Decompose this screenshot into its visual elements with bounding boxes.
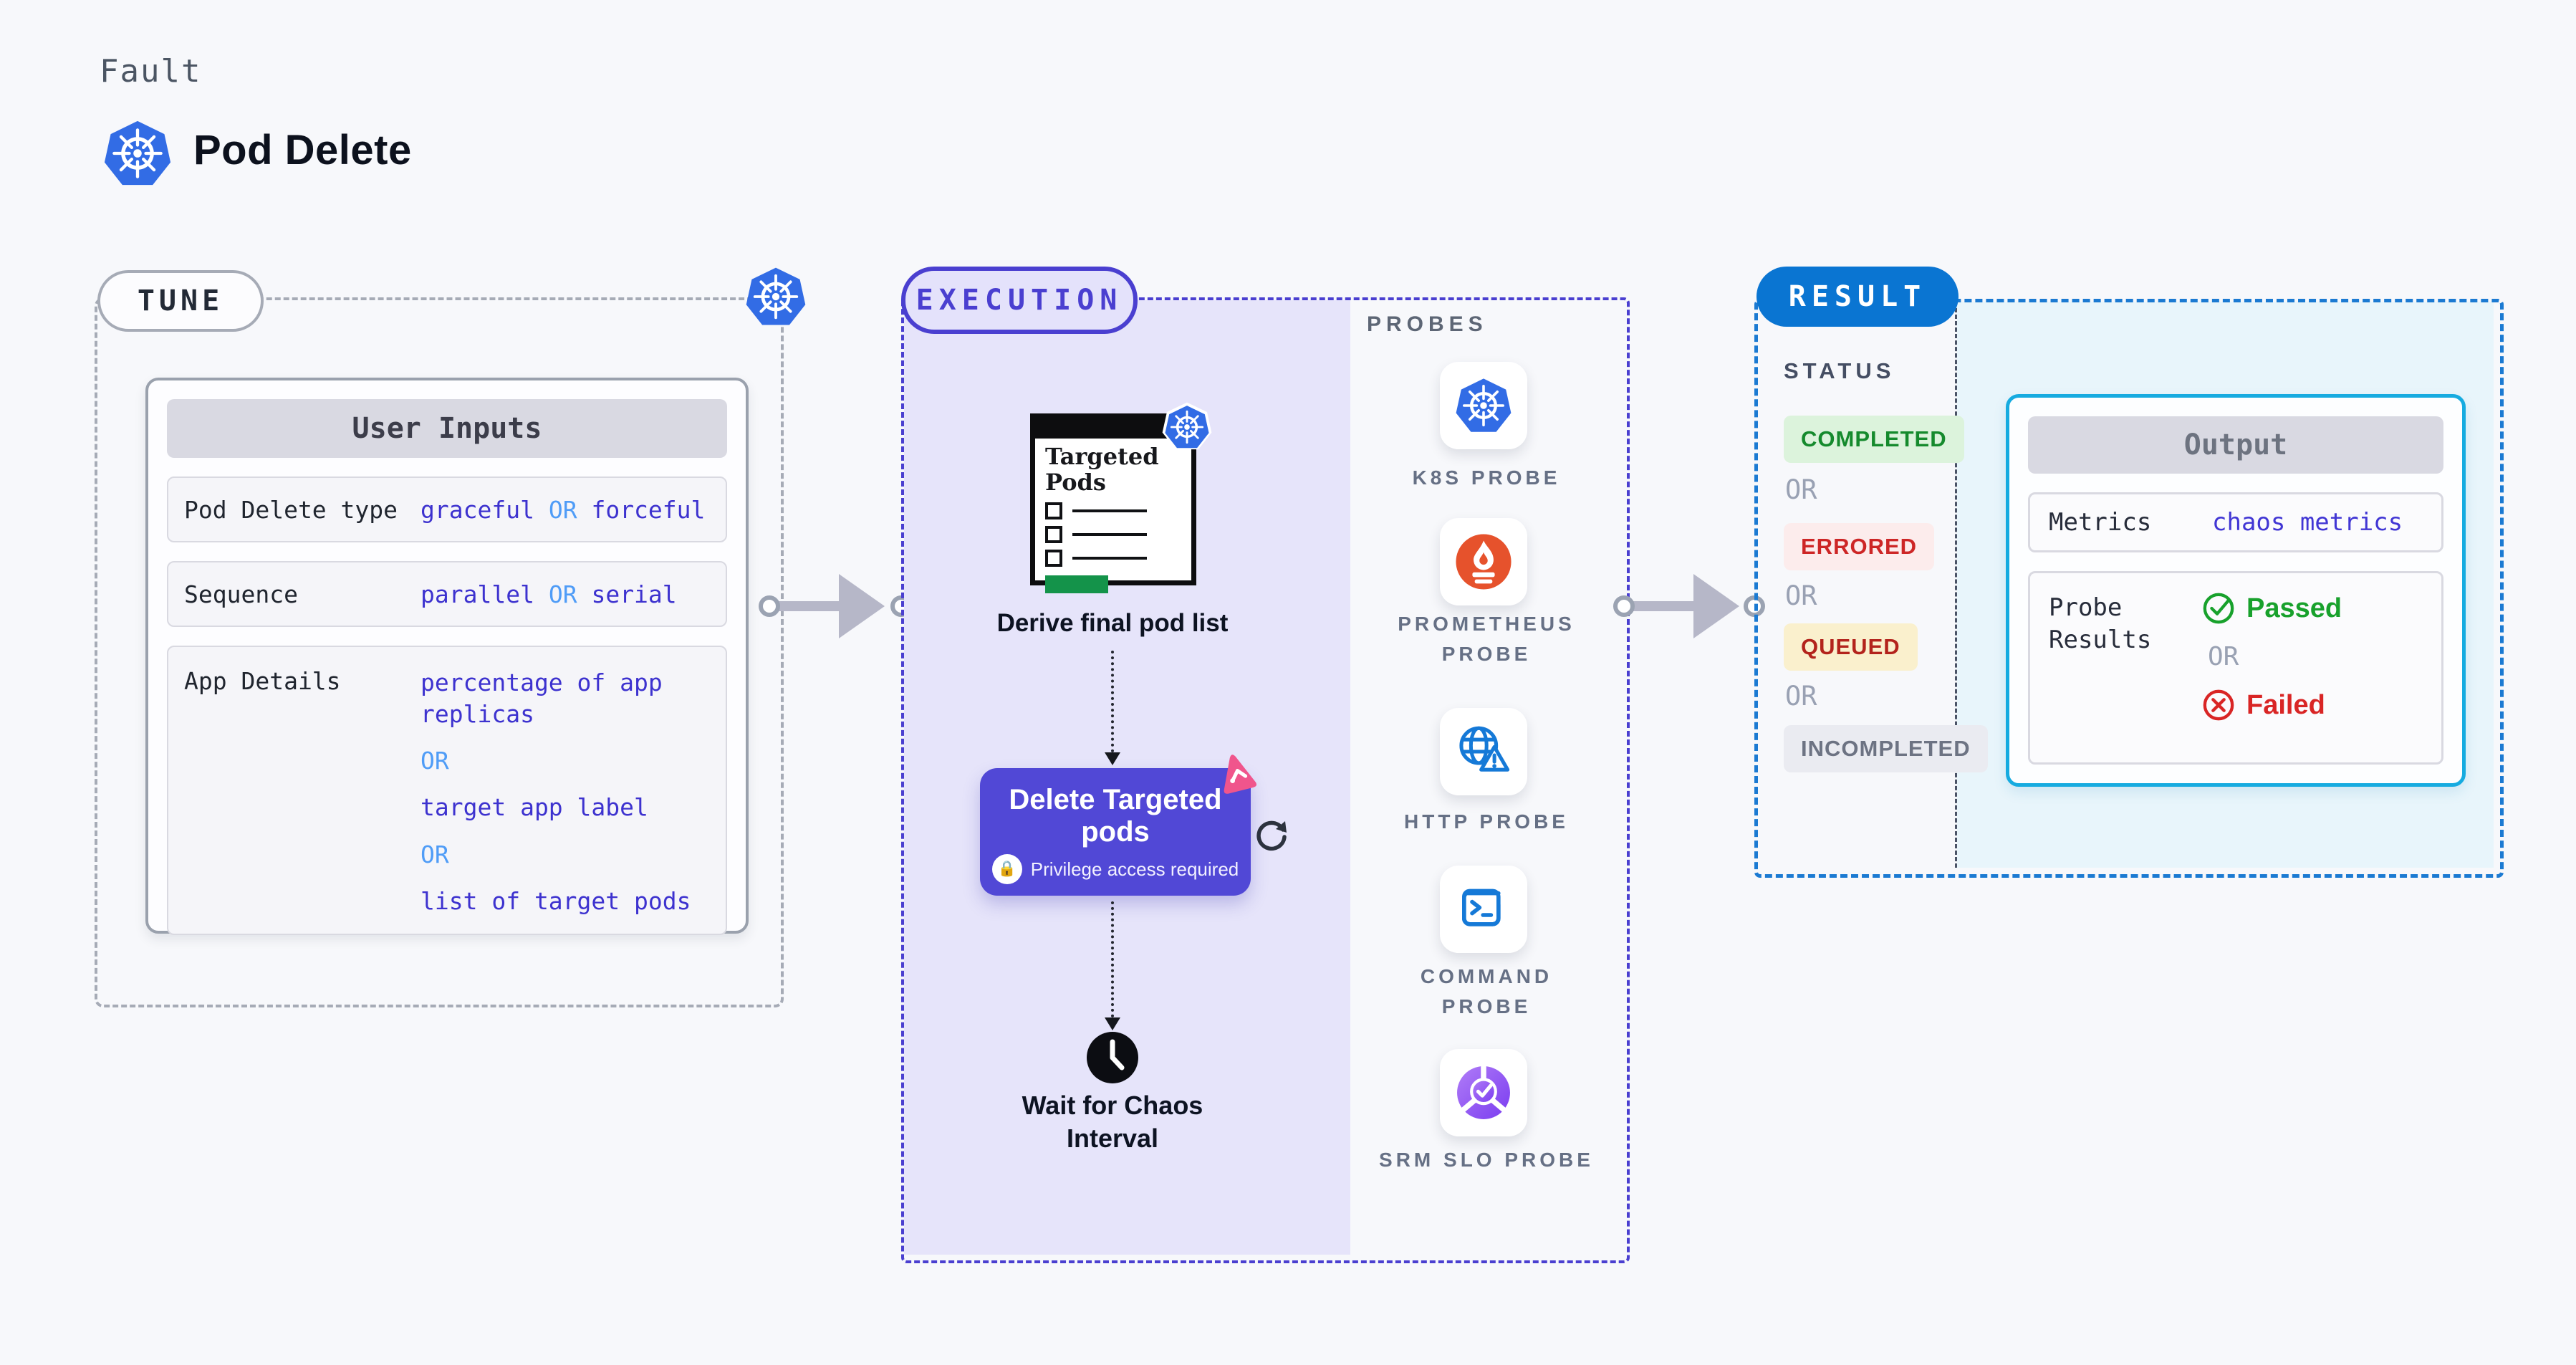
delete-targeted-pods-step: Delete Targeted pods 🔒 Privilege access … — [980, 768, 1251, 896]
kubernetes-icon — [745, 266, 807, 327]
row-value: percentage of app replicas OR target app… — [420, 667, 707, 934]
probe-label: HTTP PROBE — [1404, 810, 1569, 833]
table-row-app-details: App Details percentage of app replicas O… — [167, 646, 727, 936]
value-option: forceful — [591, 495, 706, 524]
failed-label: Failed — [2246, 689, 2325, 720]
clock-icon — [1085, 1030, 1140, 1085]
kubernetes-icon — [1455, 377, 1512, 434]
connector-dot — [1613, 595, 1635, 617]
value-option: parallel — [420, 580, 534, 608]
probe-label: K8S PROBE — [1412, 466, 1561, 489]
checklist-item — [1045, 525, 1181, 543]
checklist-item — [1045, 502, 1181, 519]
value-option: graceful — [420, 495, 534, 524]
privilege-note: 🔒 Privilege access required — [980, 854, 1251, 884]
globe-warning-icon — [1453, 722, 1514, 782]
prometheus-icon — [1456, 534, 1512, 590]
step-title: Delete Targeted pods — [1009, 784, 1222, 848]
value-option: target app label — [420, 793, 648, 822]
probe-card-srm-slo — [1440, 1049, 1527, 1136]
flow-dotted-line — [1111, 651, 1114, 752]
page-title: Pod Delete — [193, 127, 412, 173]
passed-label: Passed — [2246, 593, 2342, 623]
status-badge-incompleted: INCOMPLETED — [1784, 725, 1988, 772]
row-label: App Details — [184, 667, 341, 695]
privilege-note-text: Privilege access required — [1030, 858, 1239, 880]
probe-card-command — [1440, 866, 1527, 953]
tune-group-box — [95, 297, 784, 1007]
arrow-right-connector — [759, 574, 912, 638]
or-separator: OR — [548, 580, 577, 608]
probes-column-label: PROBES — [1367, 312, 1488, 336]
targeted-pods-checklist-icon: Targeted Pods — [1030, 413, 1196, 593]
output-row-probe-results: Probe Results Passed OR Failed — [2028, 571, 2443, 765]
value-option: percentage of app replicas — [420, 669, 663, 728]
probe-label: PROMETHEUS PROBE — [1398, 613, 1575, 665]
output-table: Output Metrics chaos metrics Probe Resul… — [2006, 394, 2466, 787]
value-option: list of target pods — [420, 886, 691, 915]
row-label: Pod Delete type — [184, 495, 398, 524]
table-row-pod-delete-type: Pod Delete type graceful OR forceful — [167, 476, 727, 542]
status-badge-completed: COMPLETED — [1784, 416, 1964, 463]
derive-pod-list-caption: Derive final pod list — [996, 609, 1229, 637]
probe-result-passed: Passed — [2202, 592, 2342, 625]
execution-group-box — [901, 297, 1630, 1263]
result-panel-divider — [1955, 302, 1957, 868]
or-separator: OR — [548, 495, 577, 524]
metrics-value: chaos metrics — [2212, 508, 2403, 537]
terminal-icon — [1455, 881, 1512, 938]
row-label: Sequence — [184, 580, 298, 608]
flow-arrowhead-down — [1105, 752, 1120, 765]
or-separator: OR — [2208, 642, 2239, 671]
or-separator: OR — [1785, 681, 1817, 712]
flow-arrowhead-down — [1105, 1017, 1120, 1030]
check-circle-icon — [2202, 592, 2235, 625]
row-label: Probe Results — [2049, 593, 2152, 654]
execution-group-label: EXECUTION — [901, 267, 1138, 334]
fault-kicker: Fault — [100, 53, 202, 90]
lock-icon: 🔒 — [991, 854, 1022, 884]
or-separator: OR — [1785, 580, 1817, 611]
refresh-loop-icon — [1252, 815, 1291, 854]
arrow-right-connector — [1613, 574, 1765, 638]
checklist-item — [1045, 549, 1181, 567]
user-inputs-header: User Inputs — [167, 399, 727, 458]
or-separator: OR — [1785, 474, 1817, 505]
wait-chaos-interval-caption: Wait for Chaos Interval — [1022, 1091, 1203, 1154]
user-inputs-table: User Inputs Pod Delete type graceful OR … — [145, 378, 749, 936]
connector-arrowhead — [839, 574, 885, 638]
kubernetes-badge-icon — [1162, 402, 1212, 452]
or-separator: OR — [420, 840, 449, 868]
checklist-button-bar — [1045, 575, 1108, 593]
value-option: serial — [591, 580, 677, 608]
flow-dotted-line — [1111, 901, 1114, 1017]
connector-arrowhead — [1693, 574, 1739, 638]
result-group-box — [1754, 299, 2504, 878]
connector-dot — [759, 595, 780, 617]
probe-card-k8s — [1440, 362, 1527, 449]
checklist-title: Targeted Pods — [1045, 443, 1159, 496]
row-value: graceful OR forceful — [420, 496, 705, 524]
or-separator: OR — [420, 747, 449, 775]
output-header: Output — [2028, 416, 2443, 474]
status-badge-errored: ERRORED — [1784, 523, 1935, 570]
result-group-label: RESULT — [1756, 267, 1959, 327]
row-label: Metrics — [2049, 507, 2152, 537]
status-badge-queued: QUEUED — [1784, 623, 1918, 671]
kubernetes-icon — [103, 119, 172, 188]
connector-line — [769, 601, 846, 611]
status-column-label: STATUS — [1784, 358, 1895, 383]
probe-label: COMMAND PROBE — [1420, 965, 1553, 1017]
probe-result-failed: Failed — [2202, 689, 2342, 722]
row-value: parallel OR serial — [420, 580, 677, 608]
probe-card-http — [1440, 708, 1527, 795]
slo-gauge-icon — [1453, 1063, 1514, 1123]
x-circle-icon — [2202, 689, 2235, 722]
table-row-sequence: Sequence parallel OR serial — [167, 561, 727, 627]
probe-card-prometheus — [1440, 518, 1527, 605]
probe-label: SRM SLO PROBE — [1379, 1149, 1594, 1171]
connector-line — [1623, 601, 1701, 611]
output-row-metrics: Metrics chaos metrics — [2028, 492, 2443, 552]
tune-group-label: TUNE — [97, 270, 264, 332]
